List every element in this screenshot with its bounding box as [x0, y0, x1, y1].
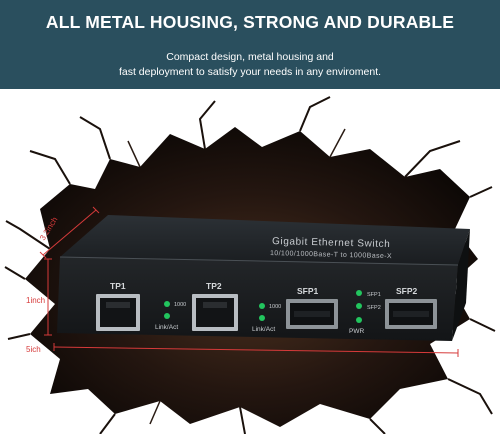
sfp2-led	[356, 303, 362, 309]
tp1-link-led	[164, 313, 170, 319]
sfp1-led-label: SFP1	[367, 292, 381, 298]
banner-subtitle-line2: fast deployment to satisfy your needs in…	[118, 66, 382, 78]
tp2-rj45-port[interactable]	[192, 294, 238, 331]
tp2-speed-label: 1000	[269, 304, 281, 310]
pwr-led-label: PWR	[349, 328, 364, 335]
sfp2-port[interactable]	[385, 299, 437, 329]
height-dimension-label: 1inch	[26, 296, 45, 305]
device-scene: Gigabit Ethernet Switch 10/100/1000Base-…	[4, 96, 496, 434]
ethernet-switch-device: Gigabit Ethernet Switch 10/100/1000Base-…	[57, 215, 470, 341]
sfp2-port-label: SFP2	[396, 286, 418, 296]
tp1-label: TP1	[110, 281, 126, 291]
device-side-panel	[452, 229, 470, 341]
tp2-label: TP2	[206, 281, 222, 291]
tp2-link-label: Link/Act	[252, 326, 275, 333]
tp1-rj45-port[interactable]	[96, 294, 140, 331]
tp2-link-led	[259, 315, 265, 321]
sfp2-led-label: SFP2	[367, 305, 381, 311]
device-model-label: Gigabit Ethernet Switch	[272, 236, 391, 250]
width-dimension-label: 5ich	[26, 345, 41, 354]
device-top-panel	[60, 215, 470, 265]
banner-title: ALL METAL HOUSING, STRONG AND DURABLE	[45, 12, 455, 32]
feature-banner: ALL METAL HOUSING, STRONG AND DURABLE Co…	[0, 0, 500, 89]
tp1-link-label: Link/Act	[155, 324, 178, 331]
tp2-speed-led	[259, 303, 265, 309]
depth-dimension-line	[42, 209, 97, 256]
pwr-led	[356, 317, 362, 323]
sfp1-port[interactable]	[286, 299, 338, 329]
tp1-speed-label: 1000	[174, 302, 186, 308]
sfp1-port-label: SFP1	[297, 286, 319, 296]
width-dimension-line	[53, 346, 459, 354]
device-spec-label: 10/100/1000Base-T to 1000Base-X	[270, 250, 392, 260]
sfp1-led	[356, 290, 362, 296]
banner-subtitle-line1: Compact design, metal housing and	[166, 51, 334, 63]
tp1-speed-led	[164, 301, 170, 307]
